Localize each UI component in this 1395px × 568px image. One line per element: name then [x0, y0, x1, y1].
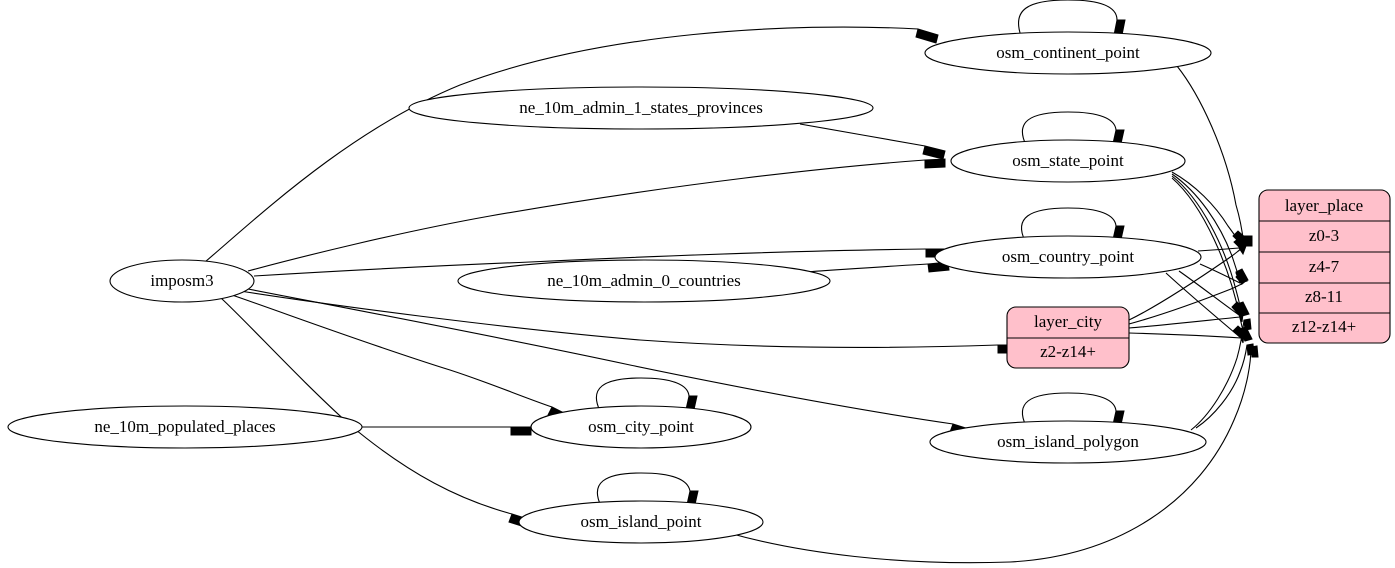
edge-ne-admin1-to-osm-state-point — [799, 123, 946, 160]
node-osm-state-point[interactable]: osm_state_point — [950, 139, 1186, 183]
edge-layer-city-to-layer-place-z8-11 — [1128, 307, 1244, 329]
node-osm-country-point[interactable]: osm_country_point — [934, 235, 1202, 279]
node-ne-10m-admin-1-states-provinces[interactable]: ne_10m_admin_1_states_provinces — [408, 86, 874, 130]
edge-layer-city-to-layer-place-z4-7 — [1128, 271, 1248, 325]
node-osm-city-point[interactable]: osm_city_point — [530, 405, 752, 449]
node-imposm3[interactable]: imposm3 — [109, 259, 255, 303]
edge-imposm3-to-osm-continent-point — [204, 26, 939, 263]
edge-layer-city-to-layer-place-z12-z14 — [1128, 328, 1245, 344]
edge-osm-island-polygon-to-layer-place-z8-11 — [1190, 318, 1252, 431]
edge-osm-island-point-to-layer-place-z12-z14 — [728, 345, 1259, 564]
node-osm-island-polygon[interactable]: osm_island_polygon — [929, 420, 1207, 464]
edge-osm-country-point-to-layer-place-z8-11 — [1178, 270, 1246, 316]
edge-imposm3-to-osm-state-point — [247, 158, 946, 272]
edge-layer-city-to-layer-place-z0-3 — [1128, 237, 1247, 321]
edge-ne-admin0-to-osm-country-point — [804, 261, 950, 273]
edge-osm-continent-point-to-layer-place-z0-3 — [1176, 65, 1253, 247]
node-osm-continent-point[interactable]: osm_continent_point — [924, 31, 1212, 75]
node-ne-10m-admin-0-countries[interactable]: ne_10m_admin_0_countries — [457, 259, 831, 303]
node-layer: imposm3 ne_10m_admin_1_states_provinces … — [7, 31, 1212, 544]
node-osm-island-point[interactable]: osm_island_point — [518, 500, 764, 544]
edge-ne-populated-to-osm-city-point — [362, 426, 532, 436]
node-layer-city[interactable]: layer_city z2-z14+ — [1006, 306, 1130, 369]
node-ne-10m-populated-places[interactable]: ne_10m_populated_places — [7, 405, 363, 449]
node-layer-place[interactable]: layer_place z0-3 z4-7 z8-11 z12-z14+ — [1258, 189, 1391, 344]
